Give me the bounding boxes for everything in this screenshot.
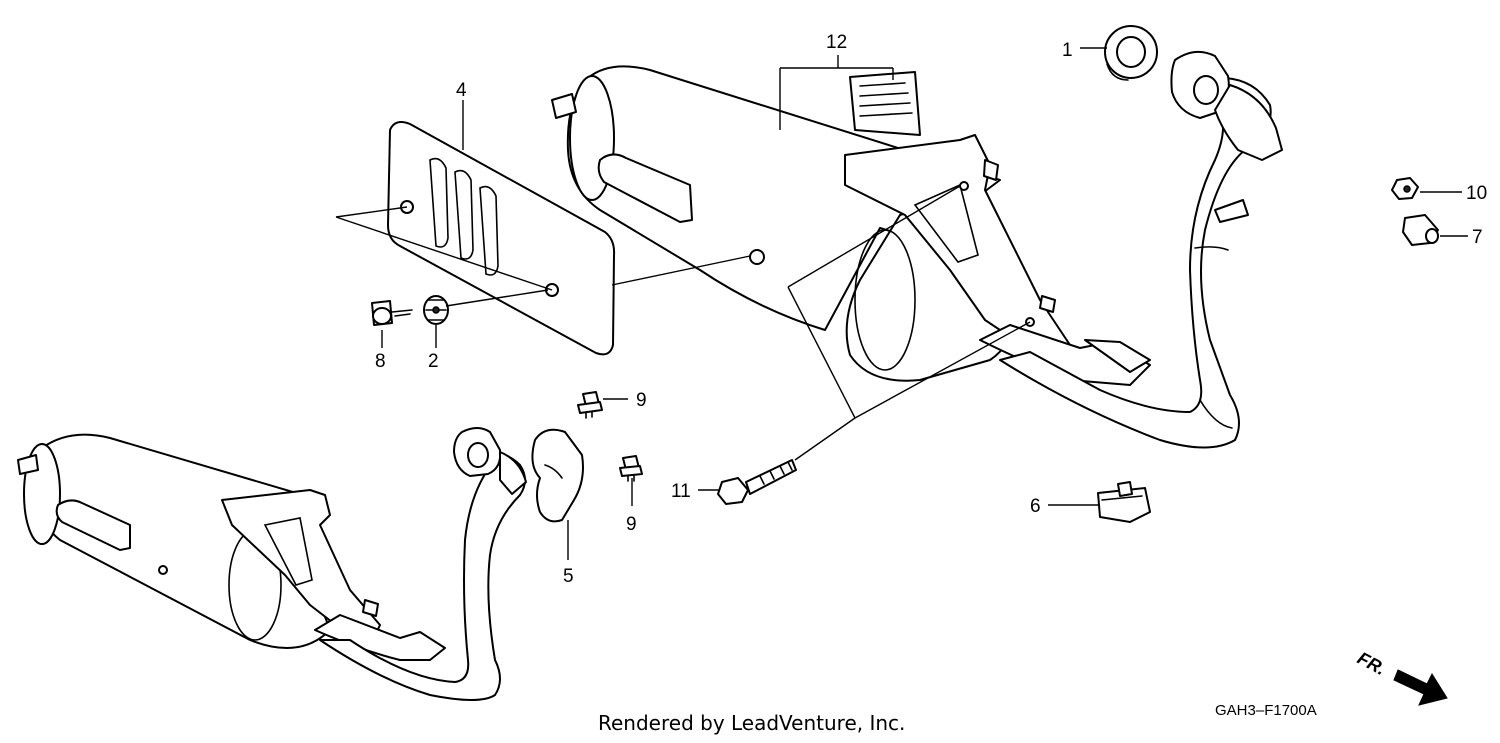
muffler-assembly-secondary (17, 427, 527, 701)
callout-10: 10 (1466, 183, 1487, 204)
bolt-11 (717, 459, 797, 505)
cap-nut-10 (1391, 177, 1419, 200)
rubber-spacer-2 (423, 295, 449, 325)
callout-2: 2 (428, 351, 439, 372)
bolt-9-upper (577, 391, 603, 419)
bolt-9-lower (619, 455, 643, 482)
callout-11: 11 (671, 481, 691, 502)
figure-code: GAH3–F1700A (1215, 702, 1317, 719)
callout-8: 8 (375, 351, 386, 372)
callout-7: 7 (1472, 227, 1483, 248)
callout-5: 5 (563, 566, 574, 587)
callout-6: 6 (1030, 496, 1041, 517)
label-12 (849, 71, 921, 136)
screw-8 (371, 300, 413, 326)
gasket-1 (1104, 25, 1158, 81)
direction-label: FR. (1354, 648, 1389, 679)
callout-4: 4 (456, 80, 467, 101)
exhaust-protector (531, 428, 584, 523)
callout-labels: 1 2 4 5 6 7 8 9 9 10 11 12 (375, 32, 1487, 587)
clip-6 (1097, 481, 1151, 523)
callout-12: 12 (826, 32, 847, 53)
front-arrow-icon (1393, 669, 1448, 706)
callout-9-upper: 9 (636, 390, 647, 411)
callout-9-lower: 9 (626, 514, 637, 535)
front-direction-indicator: FR. (1354, 648, 1448, 706)
mount-grommet (749, 249, 765, 265)
leader-lines (335, 47, 1468, 560)
muffler-main (551, 50, 1283, 449)
nut-7 (1402, 214, 1439, 246)
callout-1: 1 (1062, 40, 1073, 61)
credit-text: Rendered by LeadVenture, Inc. (598, 711, 905, 735)
